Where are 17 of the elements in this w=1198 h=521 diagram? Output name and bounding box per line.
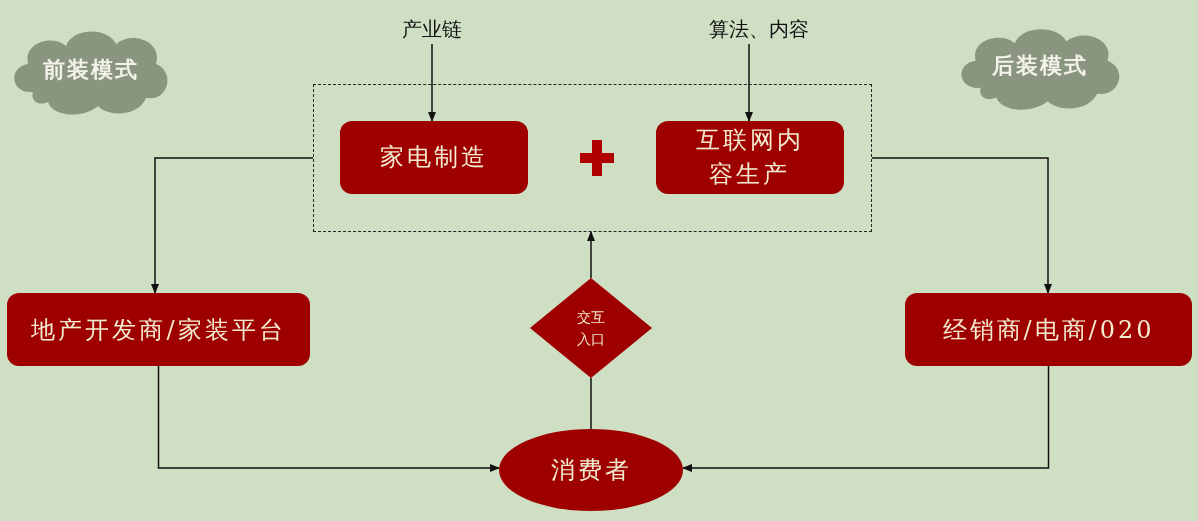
arrow: [587, 231, 595, 279]
arrow: [151, 157, 314, 294]
arrow: [428, 43, 436, 122]
connector-line: [590, 377, 592, 430]
arrow: [157, 365, 500, 472]
arrow: [745, 43, 753, 122]
consumer-ellipse: 消费者: [499, 429, 683, 511]
arrow: [682, 365, 1050, 472]
process-box: 家电制造: [339, 120, 528, 194]
process-box: 互联网内容生产: [655, 120, 844, 194]
dashed-frame: [313, 84, 872, 232]
decision-diamond: 交互入口: [530, 278, 652, 378]
arrow: [871, 157, 1052, 294]
input-label: 产业链: [392, 14, 472, 44]
process-box: 经销商/电商/020: [905, 293, 1192, 366]
process-box: 地产开发商/家装平台: [7, 293, 310, 366]
input-label: 算法、内容: [694, 14, 824, 44]
